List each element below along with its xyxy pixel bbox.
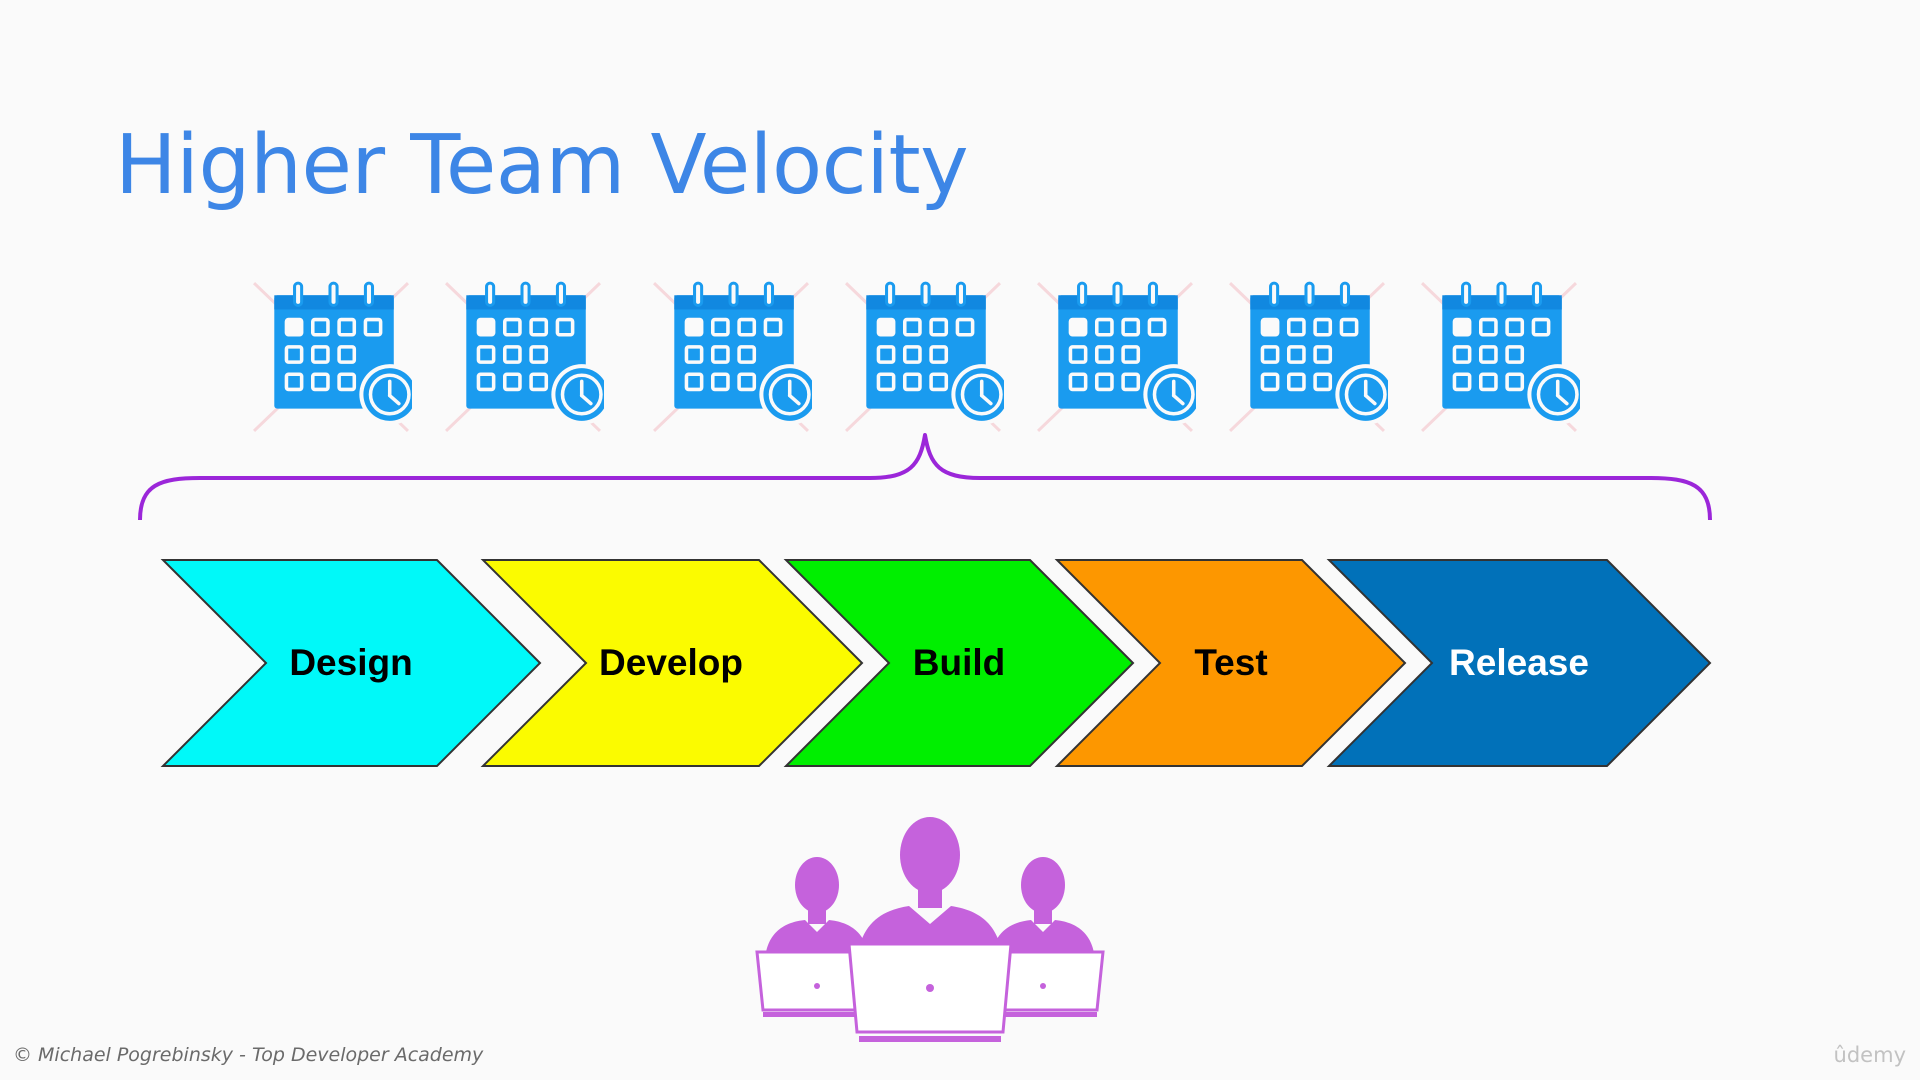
stage-label-build: Build <box>912 642 1006 683</box>
calendar-clock-icon <box>250 272 412 436</box>
stage-label-test: Test <box>1194 642 1268 683</box>
calendar-clock-icon <box>650 272 812 436</box>
team-with-laptops-icon <box>755 817 1105 1042</box>
stage-label-design: Design <box>289 642 413 683</box>
stage-label-release: Release <box>1449 642 1589 683</box>
udemy-watermark: ûdemy <box>1833 1043 1906 1067</box>
stage-chevron-release <box>1326 559 1712 767</box>
stage-label-develop: Develop <box>599 642 743 683</box>
calendar-clock-icon <box>1034 272 1196 436</box>
slide-title: Higher Team Velocity <box>115 118 969 213</box>
calendar-clock-icon <box>842 272 1004 436</box>
stage-chevron-develop <box>480 559 864 767</box>
stage-chevron-design <box>160 559 542 767</box>
calendar-clock-icon <box>1226 272 1388 436</box>
process-flow <box>160 559 1712 767</box>
calendar-clock-icon <box>1418 272 1580 436</box>
copyright-credit: © Michael Pogrebinsky - Top Developer Ac… <box>13 1044 484 1066</box>
stage-chevron-build <box>783 559 1135 767</box>
stage-chevron-test <box>1054 559 1407 767</box>
calendar-clock-icon <box>442 272 604 436</box>
curly-brace <box>138 433 1712 521</box>
